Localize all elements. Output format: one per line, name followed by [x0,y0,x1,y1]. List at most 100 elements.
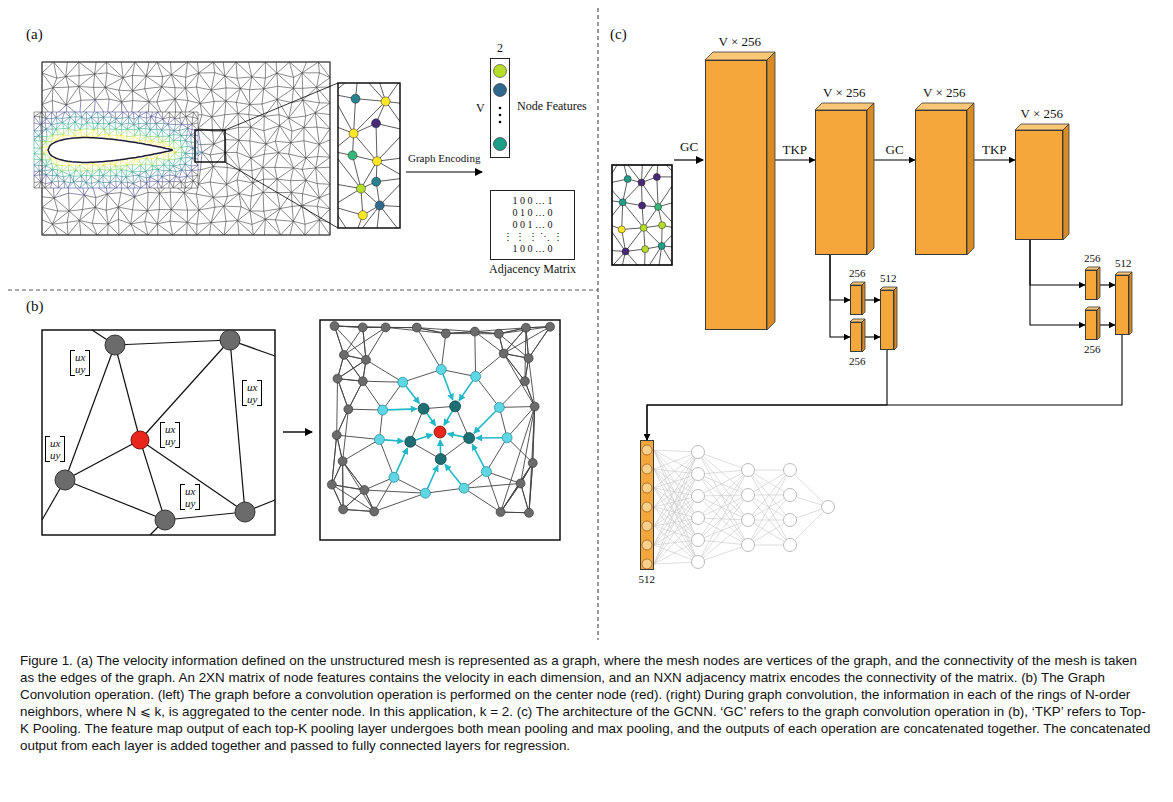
fc-link [748,520,790,545]
velocity-vector: uxuy [242,380,262,406]
graph-edge [140,340,230,440]
node-label: 512 [639,573,656,586]
depth-faces [1115,272,1134,337]
depth-faces [1085,307,1102,342]
graph-vertex [524,354,533,363]
graph-vertex [530,402,539,411]
graph-vertex [520,377,529,386]
velocity-component: uy [165,435,175,447]
side-face [1129,272,1132,335]
zoom-line [225,162,338,228]
graph-vertex [332,431,341,440]
feature-map: V × 256 [815,110,867,255]
graph-vertex [339,505,348,514]
center-vertex [131,431,149,449]
message-arrow [426,413,435,426]
feature-cell [494,65,507,78]
ring-2-vertex [471,371,481,381]
fc-link [698,474,748,545]
side-face [862,282,865,315]
message-arrow [415,434,432,440]
message-arrow [459,381,473,401]
matrix-rows: 1 0 0 … 10 1 0 … 00 0 1 … 0⋮ ⋮ ⋮ ⋱ ⋮1 0 … [491,191,574,259]
ring-2-vertex [502,433,512,443]
ring-2-vertex [374,435,384,445]
neuron [784,539,797,552]
fc-link [654,452,698,488]
feature-map: V × 256 [1015,130,1063,240]
fc-link [698,496,748,545]
mean-pool: 256 [1085,270,1097,300]
top-face [705,52,775,60]
graph-vertex [521,323,530,332]
message-arrow [443,374,453,400]
velocity-component: uy [50,449,60,461]
graph-vertex [659,222,666,229]
arrow-label: Graph Encoding [408,152,480,165]
connector [1030,240,1085,285]
graph-vertex [220,330,240,350]
depth-faces [1015,124,1071,242]
fc-link [654,496,698,564]
graph-edges [332,326,550,513]
concat-vector: 512 [1115,275,1129,335]
fc-link [654,452,698,526]
graph-edge [140,440,245,512]
velocity-component: ux [247,381,257,393]
fc-link [698,520,748,540]
dimension-label: V × 256 [719,35,762,50]
fc-link [654,474,698,507]
graph-vertex [494,329,503,338]
gc-arrow [674,159,703,160]
ring-2-vertex [494,402,504,412]
feature-map: V × 256 [705,60,767,330]
matrix-row: 1 0 0 … 0 [497,243,568,255]
top-face [1015,124,1069,130]
depth-faces [850,319,867,354]
mesh-lines [34,112,198,188]
message-arrow [388,408,417,411]
side-face [867,103,874,255]
graph-edge [115,340,230,345]
output-vector: 512 [640,440,654,570]
graph-vertex [358,323,367,332]
graph-vertex [528,458,537,467]
graph-vertex [516,479,525,488]
fc-link [698,495,748,496]
encoding-arrow [406,171,482,172]
graph-vertex [546,322,555,331]
graph-vertex [344,405,353,414]
edge-label: GC [884,142,906,157]
fc-link [698,495,748,540]
neuron [784,489,797,502]
graph-vertex [375,201,384,210]
graph-vertex [372,119,381,128]
ring-1-vertex [450,401,461,412]
connector [830,255,850,300]
fc-link [790,470,828,507]
ellipsis-dot [499,107,502,110]
vector-cell [642,464,652,474]
node-label: V [476,102,485,116]
graph-vertex [351,94,360,103]
panel-divider [8,289,598,290]
neuron [784,464,797,477]
vector-cell [642,502,652,512]
side-face [1097,267,1100,300]
side-face [1063,124,1069,240]
graph-border [338,83,400,228]
mesh-lines [34,112,198,188]
message-arrow [476,437,502,439]
fc-link [748,520,790,545]
neuron [822,501,835,514]
vector-cell [642,521,652,531]
zoom-graph [327,67,410,244]
dimension-label: V × 256 [823,86,866,101]
graph-vertex [338,457,347,466]
fc-link [698,520,748,562]
connector [865,299,880,300]
velocity-vector: uxuy [45,436,65,462]
connector [1100,284,1115,285]
ring-1-vertex [464,433,475,444]
fc-link [748,470,790,545]
